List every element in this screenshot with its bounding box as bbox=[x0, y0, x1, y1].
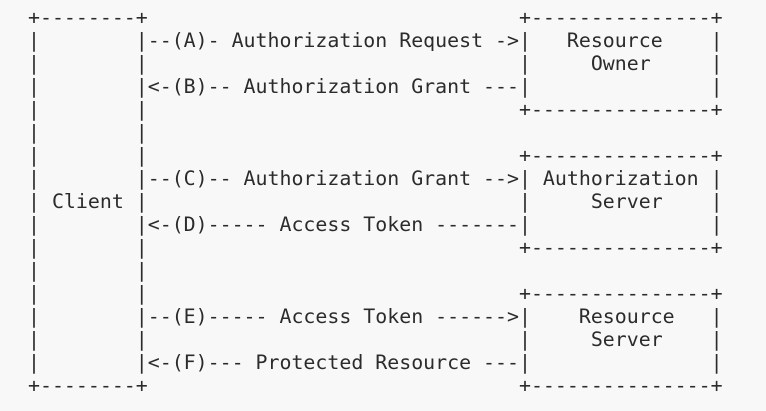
step-c-authorization-grant-line: | |--(C)-- Authorization Grant -->| Auth… bbox=[28, 167, 723, 190]
resource-server-box-top-border: | | +---------------+ bbox=[28, 282, 723, 305]
resource-owner-box-bottom-border: | | +---------------+ bbox=[28, 98, 723, 121]
resource-owner-label-line: | | | Owner | bbox=[28, 52, 723, 75]
client-label-line: | Client | | Server | bbox=[28, 190, 723, 213]
client-box-side-line: | | bbox=[28, 121, 148, 144]
step-a-authorization-request-line: | |--(A)- Authorization Request ->| Reso… bbox=[28, 29, 723, 52]
step-e-access-token-line: | |--(E)----- Access Token ------>| Reso… bbox=[28, 305, 723, 328]
client-box-top-border: +--------+ +---------------+ bbox=[28, 6, 723, 29]
step-d-access-token-line: | |<-(D)----- Access Token -------| | bbox=[28, 213, 723, 236]
client-box-side-line: | | bbox=[28, 259, 148, 282]
authorization-server-box-top-border: | | +---------------+ bbox=[28, 144, 723, 167]
step-b-authorization-grant-line: | |<-(B)-- Authorization Grant ---| | bbox=[28, 75, 723, 98]
ascii-flow-diagram: +--------+ +---------------+| |--(A)- Au… bbox=[28, 6, 723, 397]
client-box-bottom-border: +--------+ +---------------+ bbox=[28, 374, 723, 397]
authorization-server-box-bottom-border: | | +---------------+ bbox=[28, 236, 723, 259]
step-f-protected-resource-line: | |<-(F)--- Protected Resource ---| | bbox=[28, 351, 723, 374]
resource-server-label-line: | | | Server | bbox=[28, 328, 723, 351]
